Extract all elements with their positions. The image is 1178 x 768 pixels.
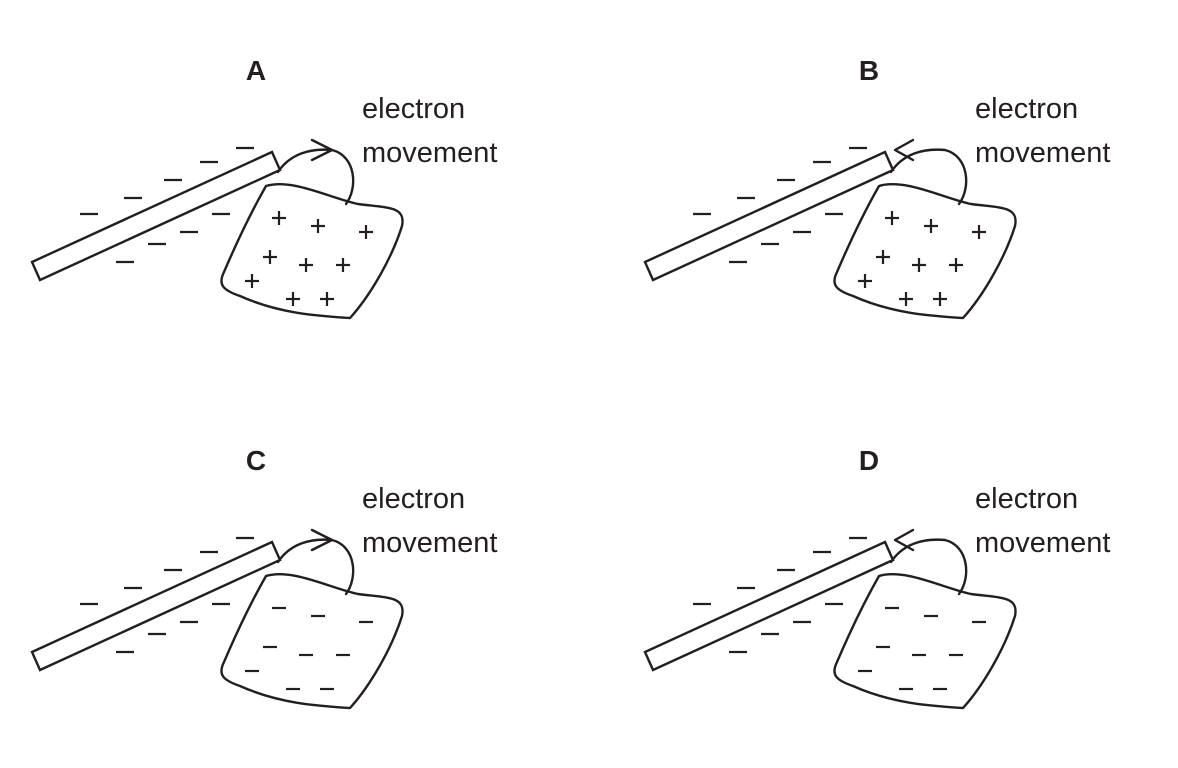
rod-charges [80, 536, 254, 654]
cloth-charges [245, 211, 373, 306]
cloth [220, 573, 404, 710]
rod-charges [693, 536, 867, 654]
electron-movement-arrowhead [893, 528, 915, 552]
cloth [220, 183, 404, 320]
electron-movement-arc [889, 148, 968, 206]
panel-letter: B [859, 55, 879, 86]
charged-rod [30, 540, 282, 672]
panel-letter: D [859, 445, 879, 476]
cloth-charges [858, 606, 986, 691]
caption-electron: electron [975, 483, 1078, 515]
rod-charges [693, 146, 867, 264]
rod-charges [80, 146, 254, 264]
caption-movement: movement [975, 527, 1110, 559]
cloth-charges [245, 606, 373, 691]
caption-electron: electron [362, 483, 465, 515]
charged-rod [643, 540, 895, 672]
caption-movement: movement [362, 527, 497, 559]
caption-electron: electron [975, 93, 1078, 125]
electron-movement-arc [889, 538, 968, 596]
charged-rod [30, 150, 282, 282]
caption-electron: electron [362, 93, 465, 125]
caption-movement: movement [975, 137, 1110, 169]
panel-letter: C [246, 445, 266, 476]
panel-letter: A [246, 55, 266, 86]
electron-movement-arrowhead [310, 138, 334, 162]
electron-movement-arrowhead [893, 138, 915, 162]
charged-rod [643, 150, 895, 282]
electron-movement-arrowhead [310, 528, 334, 552]
cloth-charges [858, 211, 986, 306]
cloth [833, 183, 1017, 320]
cloth [833, 573, 1017, 710]
caption-movement: movement [362, 137, 497, 169]
